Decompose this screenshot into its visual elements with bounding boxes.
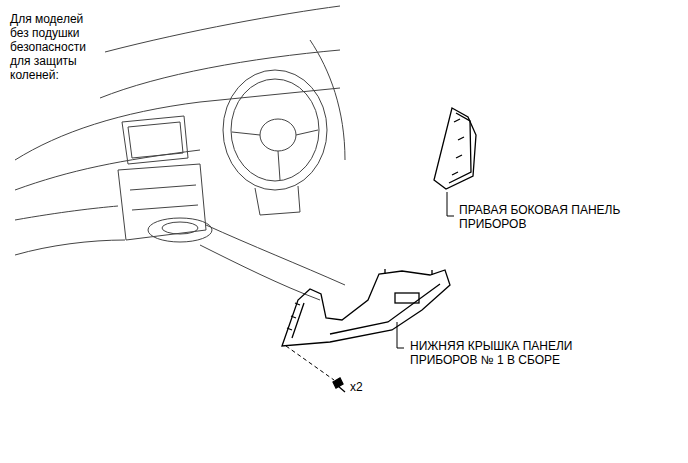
- windshield-edge: [105, 6, 340, 52]
- center-screen-inner: [128, 122, 183, 158]
- dash-face: [15, 150, 200, 190]
- center-screen: [122, 116, 188, 164]
- steering-spokes: [232, 130, 318, 180]
- shifter-inner: [162, 222, 198, 234]
- dash-bottom: [15, 240, 125, 255]
- quantity-label: x2: [350, 380, 380, 394]
- switch-panel: [395, 293, 419, 303]
- right-side-panel: [434, 108, 476, 189]
- lower-cover: [282, 270, 450, 346]
- steering-hub: [260, 119, 296, 151]
- center-stack: [118, 164, 206, 240]
- screw: [333, 378, 345, 392]
- dash-top: [15, 88, 340, 160]
- right-side-panel-illustration: [434, 108, 476, 216]
- console-side: [206, 225, 345, 285]
- panel-clips: [452, 119, 464, 175]
- leader-line: [447, 192, 454, 216]
- part-name: НИЖНЯЯ КРЫШКА ПАНЕЛИ ПРИБОРОВ № 1 В СБОР…: [410, 339, 595, 367]
- door-line: [310, 40, 345, 160]
- part-name: ПРАВАЯ БОКОВАЯ ПАНЕЛЬ ПРИБОРОВ: [459, 203, 637, 231]
- column-cover: [255, 186, 300, 215]
- lower-cover-illustration: [282, 269, 450, 392]
- dash-lower: [15, 206, 118, 220]
- screw-path: [286, 346, 334, 380]
- dash-upper: [100, 50, 340, 98]
- leader-line: [397, 322, 404, 348]
- note-text: Для моделей без подушки безопасности для…: [10, 12, 96, 82]
- cover-clips: [287, 269, 432, 330]
- stack-slot: [130, 185, 198, 210]
- console-side-2: [200, 245, 320, 300]
- shifter-base: [148, 218, 212, 242]
- lower-cover-edge: [292, 284, 440, 338]
- steering-wheel-inner: [231, 79, 319, 181]
- right-side-panel-edge: [449, 113, 471, 183]
- steering-wheel-outer: [223, 70, 327, 190]
